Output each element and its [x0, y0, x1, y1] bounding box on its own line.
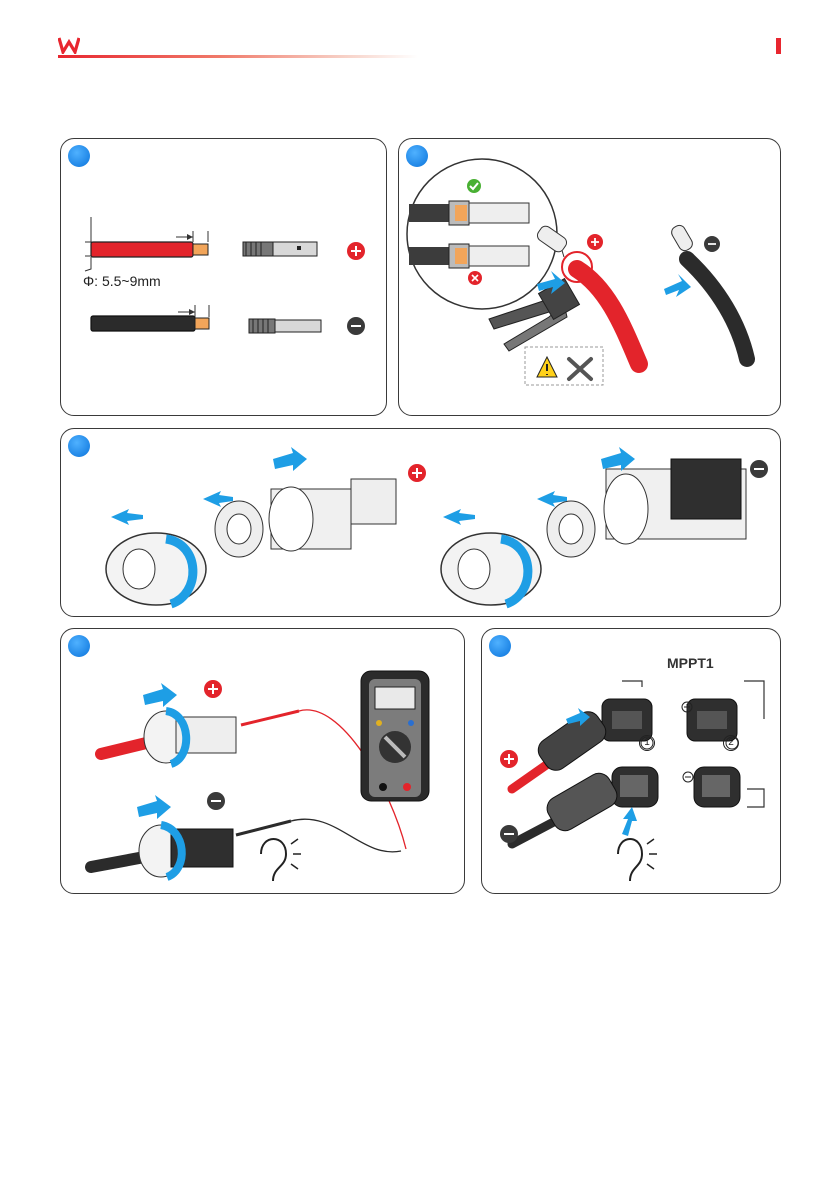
check-icon	[467, 179, 481, 193]
port-number-1: 1	[639, 735, 655, 751]
cable-diameter-label: Φ: 5.5~9mm	[83, 273, 161, 289]
step-1-panel: Φ: 5.5~9mm	[60, 138, 387, 416]
assemble-connector-illustration	[61, 429, 781, 617]
step-5-panel: MPPT1 1 2	[481, 628, 781, 894]
step-2-panel	[398, 138, 781, 416]
step-3-panel	[60, 428, 781, 617]
port-number-2: 2	[723, 735, 739, 751]
test-connector-illustration	[61, 629, 465, 894]
ear-icon	[261, 839, 286, 881]
ear-icon	[618, 839, 642, 881]
page-side-mark	[776, 38, 781, 54]
crimp-terminal-illustration	[399, 139, 781, 416]
step-4-panel	[60, 628, 465, 894]
goodwe-logo-icon	[58, 36, 80, 54]
connect-mppt-illustration	[482, 629, 781, 894]
mppt-label: MPPT1	[667, 655, 714, 671]
header-accent-line	[58, 55, 418, 58]
